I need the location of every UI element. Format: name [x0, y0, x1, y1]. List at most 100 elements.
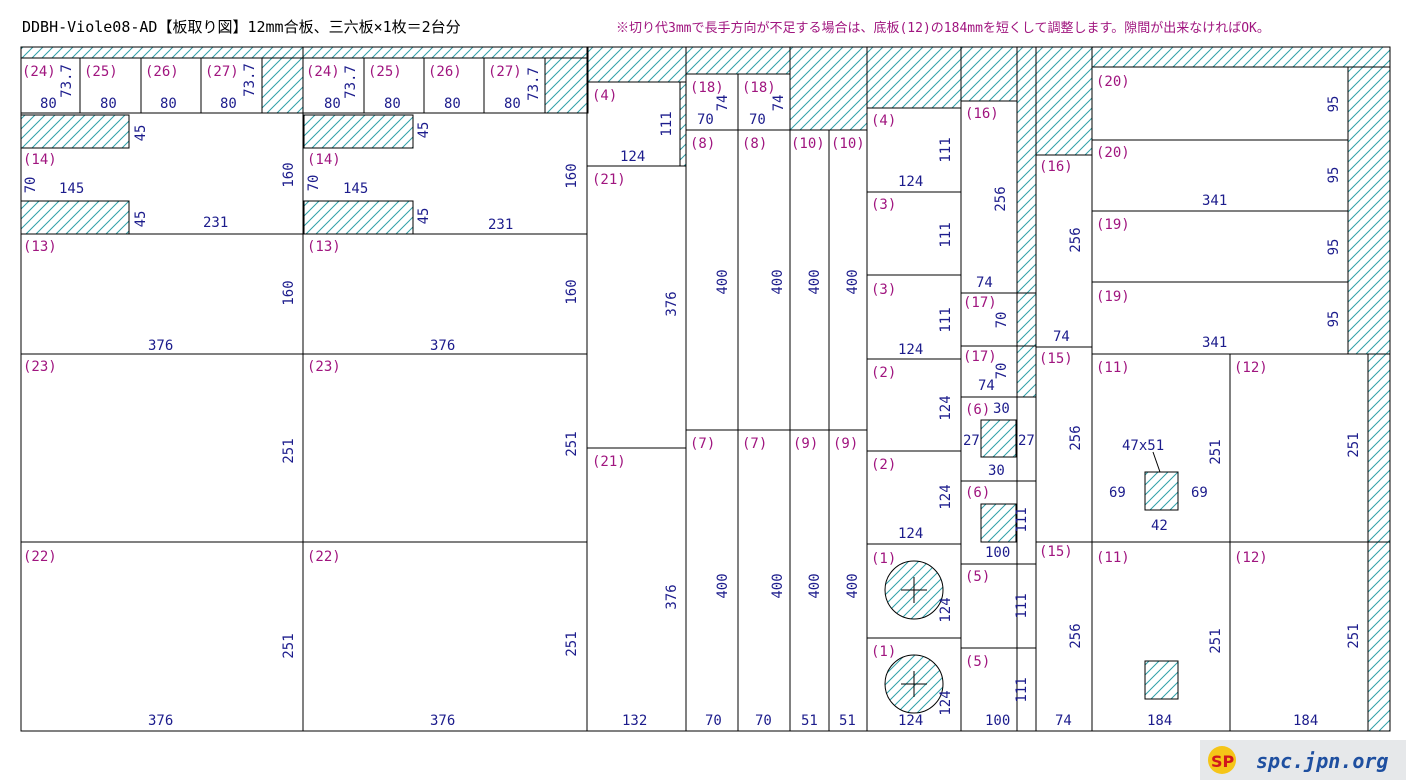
dimension-label: 74: [978, 378, 995, 394]
dimension-label: 341: [1202, 193, 1227, 209]
scrap-area: [1091, 46, 1391, 68]
dimension-label: 74: [1055, 713, 1072, 729]
piece-label: (17): [963, 295, 997, 311]
dimension-label: 376: [148, 713, 173, 729]
dimension-label-vertical: 400: [845, 269, 861, 294]
piece-label: (19): [1096, 217, 1130, 233]
dimension-label: 231: [488, 217, 513, 233]
piece-label: (2): [871, 457, 896, 473]
dimension-label-vertical: 111: [938, 222, 954, 247]
piece-label: (4): [592, 88, 617, 104]
dimension-label: 51: [801, 713, 818, 729]
piece-label: (22): [307, 549, 341, 565]
piece-label: (17): [963, 349, 997, 365]
dimension-label: 124: [620, 149, 645, 165]
scrap-area: [20, 46, 589, 59]
logo-glyph: SP: [1211, 752, 1235, 771]
dimension-label-vertical: 95: [1326, 239, 1342, 256]
dimension-label-vertical: 95: [1326, 96, 1342, 113]
piece-labels: (24)(25)(26)(27)(24)(25)(26)(27)(14)(14)…: [22, 64, 1268, 670]
dimension-label: 80: [444, 96, 461, 112]
dimension-label-vertical: 400: [807, 573, 823, 598]
dimension-label-vertical: 73.7: [59, 64, 75, 98]
cut-lines: [21, 47, 1390, 731]
dimension-label: 80: [100, 96, 117, 112]
dimension-label-vertical: 45: [133, 211, 149, 228]
piece-label: (12): [1234, 550, 1268, 566]
piece-label: (10): [791, 136, 825, 152]
dimension-label: 80: [40, 96, 57, 112]
dimension-label-vertical: 124: [938, 597, 954, 622]
dimension-label: 124: [898, 713, 923, 729]
scrap-area: [1035, 46, 1093, 156]
dimension-label: 376: [430, 713, 455, 729]
dimension-label: 27: [963, 433, 980, 449]
piece-label: (10): [831, 136, 865, 152]
dimension-label-vertical: 111: [1014, 593, 1030, 618]
piece-label: (16): [1039, 159, 1073, 175]
dimension-label: 124: [898, 174, 923, 190]
hole-cutout: [1144, 660, 1179, 700]
piece-label: (1): [871, 551, 896, 567]
scrap-area: [20, 200, 130, 235]
hole-cutout: [980, 419, 1017, 458]
piece-label: (24): [306, 64, 340, 80]
dimension-label-vertical: 111: [659, 111, 675, 136]
dimension-label-vertical: 74: [715, 95, 731, 112]
dimension-label-vertical: 400: [807, 269, 823, 294]
hole-cutout: [1144, 471, 1179, 511]
dimension-label: 132: [622, 713, 647, 729]
dimension-label-vertical: 70: [994, 312, 1010, 329]
dimension-label-vertical: 73.7: [526, 67, 542, 101]
piece-label: (7): [742, 436, 767, 452]
dimension-label: 184: [1147, 713, 1172, 729]
board-outline: [20, 46, 1391, 732]
piece-label: (24): [22, 64, 56, 80]
dimension-label-vertical: 160: [281, 162, 297, 187]
piece-label: (25): [368, 64, 402, 80]
piece-label: (13): [307, 239, 341, 255]
dimension-label: 30: [988, 463, 1005, 479]
piece-label: (14): [307, 152, 341, 168]
scrap-area: [960, 46, 1018, 102]
dimension-label: 231: [203, 215, 228, 231]
dimension-label-vertical: 256: [993, 186, 1009, 211]
dimension-label: 80: [384, 96, 401, 112]
dimension-label: 27: [1018, 433, 1035, 449]
dimension-label: 145: [59, 181, 84, 197]
piece-label: (7): [690, 436, 715, 452]
piece-label: (6): [965, 402, 990, 418]
piece-label: (1): [871, 644, 896, 660]
dimension-label: 47x51: [1122, 438, 1164, 454]
scrap-area: [866, 46, 962, 109]
dimension-label-vertical: 251: [564, 631, 580, 656]
piece-label: (22): [23, 549, 57, 565]
dimension-label-vertical: 45: [416, 208, 432, 225]
dimension-label: 124: [898, 526, 923, 542]
dimension-label: 51: [839, 713, 856, 729]
dimension-label-vertical: 95: [1326, 311, 1342, 328]
scrap-area: [679, 81, 687, 167]
page-title: DDBH-Viole08-AD【板取り図】12mm合板、三六板×1枚＝2台分: [22, 18, 461, 36]
dimension-label-vertical: 160: [564, 163, 580, 188]
dimension-label-vertical: 70: [994, 363, 1010, 380]
scrap-area: [685, 46, 791, 75]
dimension-label: 30: [993, 401, 1010, 417]
piece-label: (8): [690, 136, 715, 152]
dimension-label: 74: [1053, 329, 1070, 345]
dimension-label-vertical: 256: [1068, 425, 1084, 450]
dimension-label: 70: [755, 713, 772, 729]
dimension-label-vertical: 251: [1346, 432, 1362, 457]
dimension-label: 376: [430, 338, 455, 354]
piece-label: (5): [965, 654, 990, 670]
dimension-label-vertical: 376: [664, 291, 680, 316]
dimension-label-vertical: 256: [1068, 623, 1084, 648]
dimension-label-vertical: 111: [1014, 677, 1030, 702]
dimension-label-vertical: 70: [306, 175, 322, 192]
dimension-label: 145: [343, 181, 368, 197]
dimension-label-vertical: 251: [1208, 628, 1224, 653]
scrap-area: [261, 57, 304, 114]
scrap-area: [1016, 46, 1037, 398]
dimension-label-vertical: 251: [564, 431, 580, 456]
dimension-label: 69: [1191, 485, 1208, 501]
